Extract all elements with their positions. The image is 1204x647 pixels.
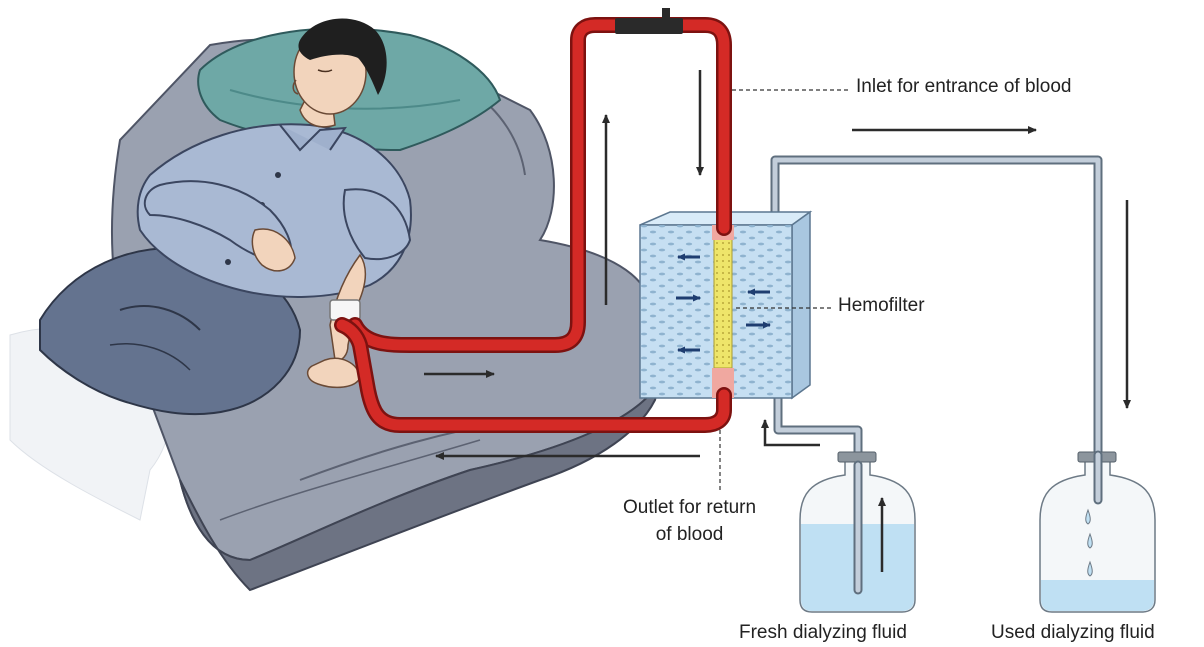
inlet-label: Inlet for entrance of blood xyxy=(856,76,1071,98)
outlet-label: Outlet for return of blood xyxy=(623,494,756,548)
hemofilter-side-face xyxy=(792,212,810,398)
hemofilter xyxy=(640,212,810,398)
outlet-label-line2: of blood xyxy=(623,521,756,548)
tube-connector xyxy=(615,18,683,34)
hemofilter-label: Hemofilter xyxy=(838,295,925,317)
iv-bandage xyxy=(330,300,360,320)
outlet-label-line1: Outlet for return xyxy=(623,494,756,521)
used-fluid-label: Used dialyzing fluid xyxy=(991,622,1155,644)
tube-connector-valve xyxy=(662,8,670,20)
hemofilter-membrane xyxy=(714,238,732,368)
fresh-fluid-label: Fresh dialyzing fluid xyxy=(739,622,907,644)
